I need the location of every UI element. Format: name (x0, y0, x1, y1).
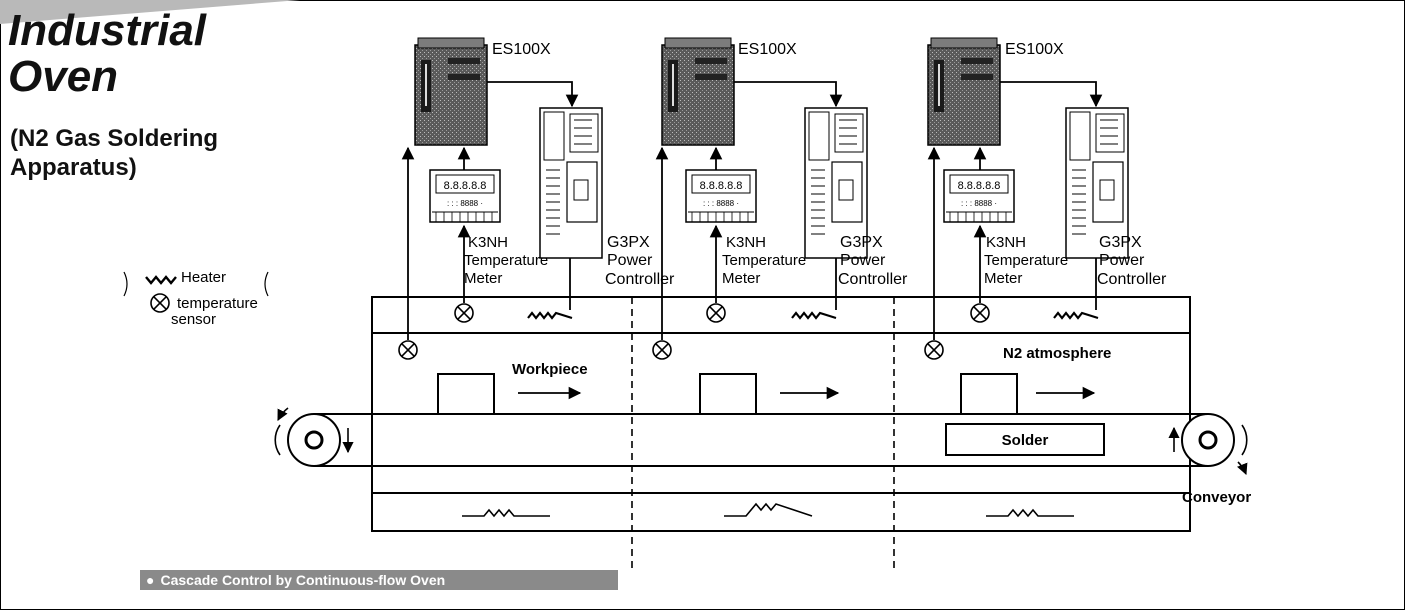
workpiece (437, 373, 495, 415)
power-label-1: G3PX (607, 234, 650, 251)
conveyor: Conveyor (274, 407, 1251, 506)
signal-arrow (487, 81, 579, 108)
svg-text:8.8.8.8.8: 8.8.8.8.8 (700, 180, 743, 192)
controller-label: ES100X (1005, 41, 1064, 58)
solder-bath: Solder (945, 423, 1105, 456)
power-label-2: Power (840, 252, 886, 269)
diagram-title: Industrial Oven (8, 8, 206, 100)
heater-icon (527, 311, 573, 320)
power-label-3: Controller (1097, 271, 1167, 288)
conveyor-label: Conveyor (1182, 489, 1251, 506)
workpiece-label: Workpiece (512, 361, 588, 378)
k3nh-meter: 8.8.8.8.8 : : : 8888 · (685, 169, 757, 223)
svg-text:: : : 8888 ·: : : : 8888 · (703, 199, 739, 208)
workpieces: Workpiece (437, 361, 1096, 415)
signal-arrow (734, 81, 843, 108)
g3px-power-controller (1065, 107, 1129, 259)
meter-label-2: Temperature (722, 252, 806, 269)
conveyor-roller-left (274, 407, 354, 467)
sensor-icon (398, 340, 418, 360)
heater-icon (724, 502, 813, 517)
meter-label-3: Meter (722, 270, 760, 287)
control-zone-1: ES100X 8.8.8.8.8 : : : 8888 · K3NH Tempe… (398, 37, 675, 360)
signal-arrow (1000, 81, 1103, 108)
meter-label-1: K3NH (726, 234, 766, 251)
svg-text:: : : 8888 ·: : : : 8888 · (961, 199, 997, 208)
meter-label-1: K3NH (468, 234, 508, 251)
meter-label-3: Meter (984, 270, 1022, 287)
control-zone-3: ES100X 8.8.8.8.8 : : : 8888 · K3NH Tempe… (924, 37, 1167, 360)
bullet-icon: ● (146, 572, 155, 588)
heater-icon (791, 311, 837, 320)
solder-label: Solder (1002, 432, 1049, 449)
meter-label-1: K3NH (986, 234, 1026, 251)
subtitle-line-1: (N2 Gas Soldering (10, 125, 219, 152)
heater-icon (462, 508, 550, 518)
bottom-heaters (462, 502, 1074, 518)
heater-icon (1053, 311, 1099, 320)
es100x-controller (927, 37, 1001, 146)
heater-icon (986, 508, 1074, 518)
meter-label-3: Meter (464, 270, 502, 287)
atmosphere-label: N2 atmosphere (1003, 345, 1111, 362)
power-label-3: Controller (605, 271, 675, 288)
workpiece (960, 373, 1018, 415)
g3px-power-controller (804, 107, 868, 259)
k3nh-meter: 8.8.8.8.8 : : : 8888 · (943, 169, 1015, 223)
rotation-arrow (277, 407, 289, 421)
legend-heater-label: Heater (181, 269, 226, 286)
svg-text:: : : 8888 ·: : : : 8888 · (447, 199, 483, 208)
g3px-power-controller (539, 107, 603, 259)
legend-sensor-label: sensor (171, 311, 216, 328)
title-line-2: Oven (8, 52, 119, 101)
power-label-1: G3PX (1099, 234, 1142, 251)
diagram-subtitle: (N2 Gas Soldering Apparatus) (10, 124, 218, 182)
controller-label: ES100X (492, 41, 551, 58)
svg-text:8.8.8.8.8: 8.8.8.8.8 (444, 180, 487, 192)
conveyor-roller-right (1168, 413, 1248, 476)
corner-decoration (0, 0, 300, 24)
legend-heater-icon (145, 275, 177, 285)
footer-caption-bar: ● Cascade Control by Continuous-flow Oven (140, 570, 618, 590)
sensor-icon (706, 303, 726, 323)
subtitle-line-2: Apparatus) (10, 154, 137, 181)
power-label-1: G3PX (840, 234, 883, 251)
sensor-icon (652, 340, 672, 360)
legend: Heater temperature sensor (123, 269, 269, 328)
power-label-2: Power (607, 252, 653, 269)
solder-box (945, 423, 1105, 456)
es100x-controller (414, 37, 488, 146)
controller-label: ES100X (738, 41, 797, 58)
workpiece (699, 373, 757, 415)
meter-label-2: Temperature (464, 252, 548, 269)
meter-label-2: Temperature (984, 252, 1068, 269)
sensor-icon (924, 340, 944, 360)
rotation-arrow (1237, 461, 1248, 476)
svg-text:8.8.8.8.8: 8.8.8.8.8 (958, 180, 1001, 192)
power-label-3: Controller (838, 271, 908, 288)
legend-sensor-icon (150, 293, 170, 313)
sensor-icon (454, 303, 474, 323)
k3nh-meter: 8.8.8.8.8 : : : 8888 · (429, 169, 501, 223)
footer-caption: Cascade Control by Continuous-flow Oven (160, 572, 446, 588)
sensor-icon (970, 303, 990, 323)
legend-temperature-label: temperature (177, 295, 258, 312)
es100x-controller (661, 37, 735, 146)
control-zone-2: ES100X 8.8.8.8.8 : : : 8888 · K3NH Tempe… (652, 37, 908, 360)
power-label-2: Power (1099, 252, 1145, 269)
title-line-1: Industrial (8, 6, 207, 55)
